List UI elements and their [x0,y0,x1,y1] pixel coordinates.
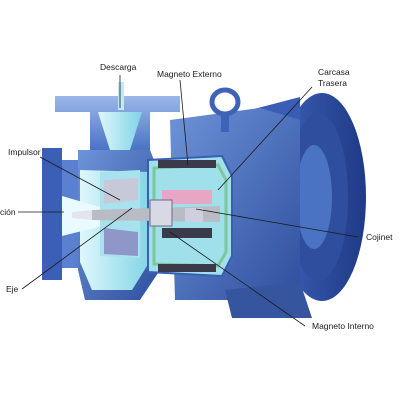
lifting-eye-icon [209,87,241,132]
discharge-nozzle [55,82,180,150]
impeller [100,170,140,258]
label-magneto-externo: Magneto Externo [157,69,222,79]
leader-eje [21,207,133,290]
outer-magnet [158,160,216,272]
label-succion: ción [0,207,16,217]
leader-magneto-externo [179,79,189,166]
label-carcasa-line2: Trasera [318,78,347,88]
label-cojinete: Cojinet [366,232,393,242]
label-magneto-interno: Magneto Interno [312,321,374,331]
leader-cojinete [195,208,359,238]
label-impulsor: Impulsor [8,147,41,157]
leader-carcasa-trasera [217,86,313,191]
label-carcasa-line1: Carcasa [318,67,350,77]
label-descarga: Descarga [100,62,137,72]
leader-impulsor [39,156,121,201]
leader-magneto-interno [169,231,306,327]
leader-lines [18,75,359,327]
inner-magnet [162,190,212,238]
bearing [149,199,203,227]
label-eje: Eje [6,284,19,294]
